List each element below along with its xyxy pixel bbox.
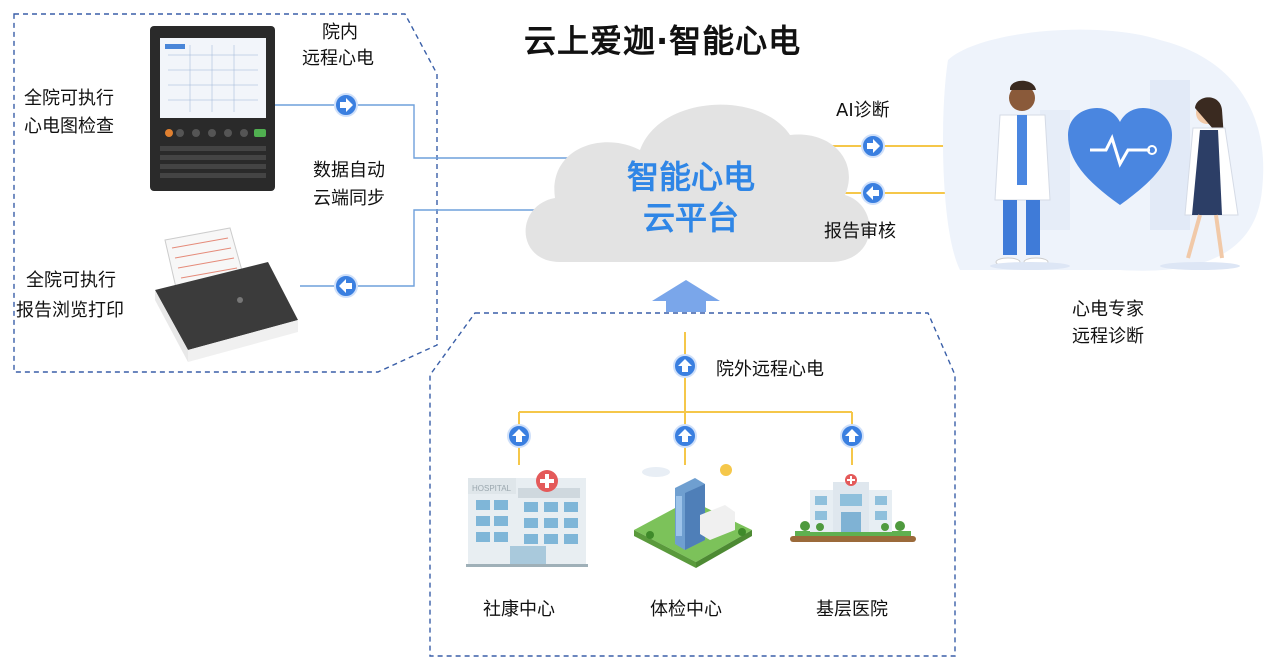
device-caption-line2: 心电图检查 xyxy=(24,116,114,137)
sync-label-line2: 云端同步 xyxy=(313,188,385,209)
arrow-left-icon-review xyxy=(861,181,885,205)
page-title: 云上爱迦·智能心电 xyxy=(524,22,802,60)
checkup-center-image xyxy=(634,464,752,568)
line-cloud-to-printer xyxy=(300,209,543,287)
printer-caption-line1: 全院可执行 xyxy=(26,270,116,291)
arrow-left-icon-printer xyxy=(334,274,358,298)
primary-hospital-image xyxy=(790,474,916,542)
device-caption-line1: 全院可执行 xyxy=(24,88,114,109)
printer-image xyxy=(155,227,298,362)
report-review-label: 报告审核 xyxy=(824,221,896,242)
ai-diagnosis-label: AI诊断 xyxy=(836,100,890,121)
upload-arrow-icon xyxy=(652,280,720,312)
arrow-up-icon-outside xyxy=(673,354,697,378)
community-health-center-image xyxy=(466,470,588,567)
inside-hospital-region xyxy=(13,13,438,373)
printer-caption-line2: 报告浏览打印 xyxy=(16,300,124,321)
arrow-up-icon-site3 xyxy=(840,424,864,448)
arrow-right-icon-device xyxy=(334,93,358,117)
line-device-to-cloud xyxy=(272,104,575,159)
site-label-1: 社康中心 xyxy=(483,599,555,620)
cloud-shape xyxy=(525,104,870,262)
expert-caption-line1: 心电专家 xyxy=(1072,299,1144,320)
ecg-device-image xyxy=(150,26,275,191)
cloud-label-line2: 云平台 xyxy=(642,199,739,237)
cloud-label-line1: 智能心电 xyxy=(626,158,755,196)
arrow-right-icon-ai xyxy=(861,134,885,158)
inside-label-line1: 院内 xyxy=(322,22,358,43)
hospital-sign: HOSPITAL xyxy=(472,484,512,493)
outside-hospital-region xyxy=(429,312,956,657)
inside-label-line2: 远程心电 xyxy=(302,48,374,69)
outside-label: 院外远程心电 xyxy=(716,359,824,380)
arrow-up-icon-site1 xyxy=(507,424,531,448)
arrow-up-icon-site2 xyxy=(673,424,697,448)
experts-illustration xyxy=(943,29,1264,271)
site-label-2: 体检中心 xyxy=(650,599,722,620)
sync-label-line1: 数据自动 xyxy=(313,160,385,181)
expert-caption-line2: 远程诊断 xyxy=(1072,326,1144,347)
site-label-3: 基层医院 xyxy=(816,599,888,620)
